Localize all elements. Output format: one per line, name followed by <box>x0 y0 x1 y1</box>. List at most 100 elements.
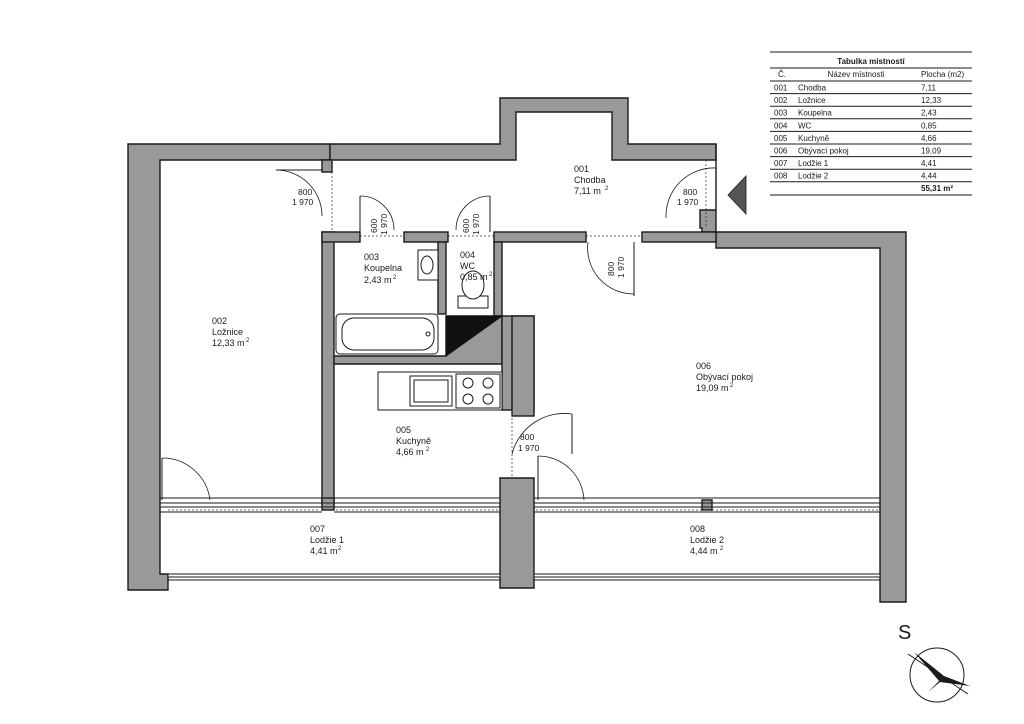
loggia2-rail <box>533 573 881 578</box>
room-label-003: 003 Koupelna 2,43 m 2 <box>364 252 402 285</box>
pillar-right <box>701 499 713 511</box>
svg-text:001: 001 <box>574 164 589 174</box>
table-cell-name: Kuchyně <box>798 134 830 143</box>
room-label-002: 002 Ložnice 12,33 m 2 <box>212 316 250 348</box>
svg-text:Koupelna: Koupelna <box>364 263 402 273</box>
svg-text:1 970: 1 970 <box>518 443 540 453</box>
svg-text:2,43 m: 2,43 m <box>364 275 392 285</box>
svg-text:005: 005 <box>396 425 411 435</box>
svg-text:Kuchyně: Kuchyně <box>396 436 431 446</box>
pillar-left <box>321 497 335 511</box>
table-cell-no: 005 <box>774 134 788 143</box>
room-label-001: 001 Chodba 7,11 m 2 <box>574 164 609 196</box>
table-row: 004 WC 0,85 <box>770 121 972 132</box>
svg-text:008: 008 <box>690 524 705 534</box>
kitchen-sink-basin <box>413 379 449 403</box>
table-title: Tabulka místností <box>837 57 905 66</box>
svg-text:800: 800 <box>298 187 312 197</box>
table-cell-area: 7,11 <box>921 84 937 93</box>
room-label-005: 005 Kuchyně 4,66 m 2 <box>396 425 431 457</box>
compass-letter: S <box>898 622 911 644</box>
room-label-004: 004 WC 0,85 m 2 <box>460 250 493 282</box>
table-cell-area: 0,85 <box>921 121 937 130</box>
corridor-bottom-2 <box>403 231 449 243</box>
table-header-no: Č. <box>778 70 786 79</box>
svg-text:2: 2 <box>246 338 250 344</box>
svg-text:600: 600 <box>461 219 471 233</box>
svg-text:2: 2 <box>605 186 609 192</box>
table-cell-name: Lodžie 2 <box>798 172 829 181</box>
table-cell-name: Koupelna <box>798 109 832 118</box>
table-cell-name: Chodba <box>798 84 827 93</box>
table-cell-no: 004 <box>774 121 788 130</box>
table-cell-area: 12,33 <box>921 96 942 105</box>
living-right-wall <box>715 231 907 603</box>
svg-text:19,09 m: 19,09 m <box>696 383 729 393</box>
svg-text:0,85 m: 0,85 m <box>460 272 488 282</box>
table-cell-area: 4,41 <box>921 159 937 168</box>
svg-text:004: 004 <box>460 250 475 260</box>
wall-wc-living <box>493 241 503 317</box>
table-cell-no: 001 <box>774 84 788 93</box>
wall-kitchen-living-2 <box>511 315 535 417</box>
svg-text:1 970: 1 970 <box>616 256 626 278</box>
svg-text:Ložnice: Ložnice <box>212 327 243 337</box>
svg-text:002: 002 <box>212 316 227 326</box>
svg-text:WC: WC <box>460 261 475 271</box>
svg-text:007: 007 <box>310 524 325 534</box>
table-cell-no: 008 <box>774 172 788 181</box>
door-arc-living <box>587 241 635 295</box>
table-cell-no: 003 <box>774 109 788 118</box>
svg-text:2: 2 <box>730 383 734 389</box>
svg-text:2: 2 <box>393 275 397 281</box>
svg-text:Chodba: Chodba <box>574 175 606 185</box>
table-total: 55,31 m² <box>921 184 953 193</box>
door-arc-loggia1 <box>161 457 211 501</box>
door-arc-loggia2 <box>537 455 585 501</box>
interior-walls <box>321 159 717 511</box>
door-swings <box>161 160 717 501</box>
svg-text:Obývací pokoj: Obývací pokoj <box>696 372 753 382</box>
central-pier <box>499 477 535 589</box>
table-cell-area: 4,44 <box>921 172 937 181</box>
table-cell-name: WC <box>798 121 812 130</box>
toilet-bowl <box>461 270 485 300</box>
bathtub-inner <box>341 317 435 351</box>
corridor-bottom-4 <box>641 231 717 243</box>
svg-text:2: 2 <box>720 546 724 552</box>
svg-text:12,33 m: 12,33 m <box>212 338 245 348</box>
svg-text:Lodžie 2: Lodžie 2 <box>690 535 724 545</box>
table-header-area: Plocha (m2) <box>921 70 964 79</box>
door-dim-wc: 600 1 970 <box>461 213 481 235</box>
svg-text:1 970: 1 970 <box>677 197 699 207</box>
door-arc-entry <box>665 167 717 219</box>
table-cell-no: 007 <box>774 159 788 168</box>
table-cell-no: 006 <box>774 147 788 156</box>
door-dimensions: 800 1 970 600 1 970 600 1 970 800 1 970 … <box>292 187 699 453</box>
door-dim-bath: 600 1 970 <box>369 213 389 235</box>
door-arc-bedroom <box>275 169 323 217</box>
svg-text:003: 003 <box>364 252 379 262</box>
room-table: Tabulka místností Č. Název místnosti Plo… <box>770 51 972 196</box>
svg-text:4,41 m: 4,41 m <box>310 546 338 556</box>
corridor-bottom-1 <box>321 231 361 243</box>
svg-text:4,66 m: 4,66 m <box>396 447 424 457</box>
walls <box>127 97 907 603</box>
door-dim-living: 800 1 970 <box>606 256 626 278</box>
glazing <box>160 497 880 513</box>
kitchen-hob <box>455 373 501 409</box>
shaft-fill <box>445 315 504 357</box>
svg-text:006: 006 <box>696 361 711 371</box>
table-cell-name: Ložnice <box>798 96 826 105</box>
svg-text:Lodžie 1: Lodžie 1 <box>310 535 344 545</box>
svg-text:7,11 m: 7,11 m <box>574 186 601 196</box>
door-arc-wc <box>455 195 491 231</box>
room-labels: 001 Chodba 7,11 m 2 002 Ložnice 12,33 m … <box>212 164 753 556</box>
room-label-006: 006 Obývací pokoj 19,09 m 2 <box>696 361 753 393</box>
outer-wall-left <box>127 143 331 591</box>
